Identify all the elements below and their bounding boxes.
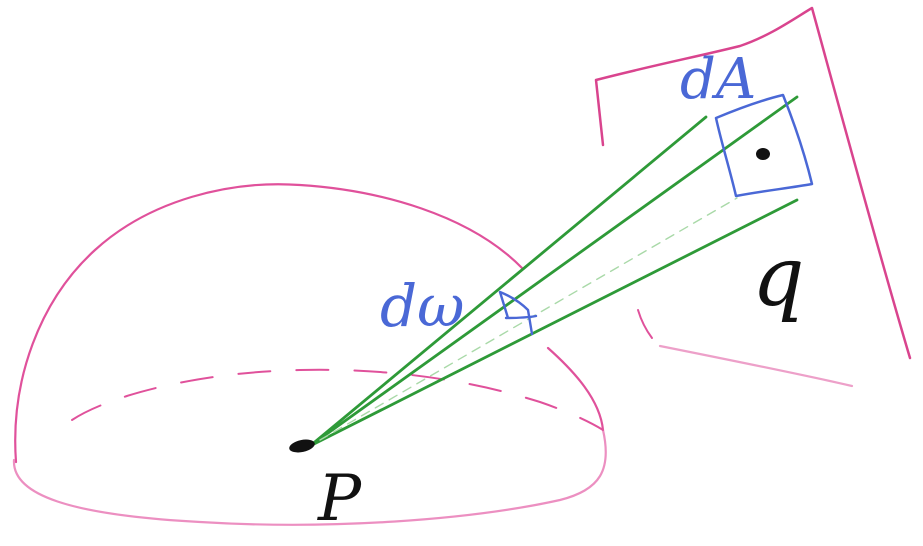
area-element-patch	[714, 93, 814, 198]
label-p: P	[317, 462, 362, 536]
ray-upper	[308, 115, 708, 448]
surface-outline	[594, 6, 912, 360]
surface-bottom-edge	[658, 344, 854, 388]
label-q: q	[752, 230, 805, 325]
solid-angle-patch	[498, 290, 538, 336]
hemisphere-base-front	[12, 428, 607, 526]
hemisphere-base-back	[71, 368, 604, 431]
hemisphere	[12, 183, 607, 526]
hemisphere-dome-right	[546, 346, 605, 432]
surface-left-edge	[637, 309, 653, 339]
hemisphere-dome	[14, 183, 524, 464]
ray-middle	[308, 95, 799, 448]
point-q-dot	[756, 148, 770, 160]
label-d-omega: dω	[380, 272, 464, 340]
label-d-a: dA	[680, 47, 756, 112]
receiving-surface	[594, 6, 912, 388]
ray-lower	[308, 198, 799, 448]
point-p-dot	[289, 439, 315, 453]
